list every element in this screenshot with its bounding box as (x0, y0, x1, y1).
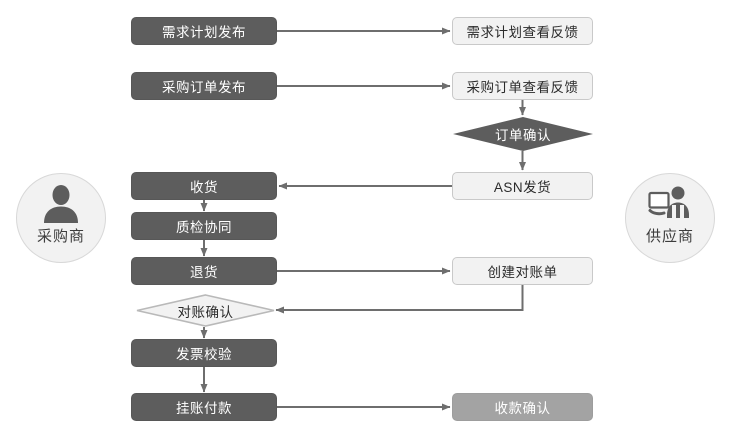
node-po-feedback[interactable]: 采购订单查看反馈 (452, 72, 593, 100)
node-label: 采购订单发布 (162, 80, 246, 95)
node-create-recon-bill[interactable]: 创建对账单 (452, 257, 593, 285)
node-label: 采购订单查看反馈 (466, 80, 579, 95)
node-label: 创建对账单 (487, 265, 558, 280)
node-label: 退货 (190, 265, 218, 280)
node-label: 挂账付款 (176, 401, 232, 416)
node-po-publish[interactable]: 采购订单发布 (131, 72, 277, 100)
node-label: 发票校验 (176, 347, 232, 362)
node-invoice-verify[interactable]: 发票校验 (131, 339, 277, 367)
node-return-goods[interactable]: 退货 (131, 257, 277, 285)
node-asn-shipment[interactable]: ASN发货 (452, 172, 593, 200)
node-demand-plan-publish[interactable]: 需求计划发布 (131, 17, 277, 45)
user-icon (44, 185, 78, 223)
node-goods-receipt[interactable]: 收货 (131, 172, 277, 200)
actor-supplier-label: 供应商 (645, 228, 694, 245)
actor-supplier: 供应商 (625, 173, 715, 263)
diamond-shape (453, 117, 593, 151)
node-order-confirm[interactable]: 订单确认 (453, 117, 593, 151)
node-quality-collab[interactable]: 质检协同 (131, 212, 277, 240)
actor-buyer: 采购商 (16, 173, 106, 263)
node-receipt-confirm[interactable]: 收款确认 (452, 393, 593, 421)
node-label: 订单确认 (495, 128, 551, 143)
node-payable-payment[interactable]: 挂账付款 (131, 393, 277, 421)
node-label: 需求计划发布 (162, 25, 246, 40)
node-label: 收货 (190, 180, 218, 195)
user-computer-icon (648, 186, 689, 218)
node-label: 收款确认 (494, 401, 551, 416)
node-demand-plan-feedback[interactable]: 需求计划查看反馈 (452, 17, 593, 45)
node-label: 质检协同 (176, 220, 232, 235)
node-label: 需求计划查看反馈 (466, 25, 579, 40)
node-recon-confirm[interactable]: 对账确认 (136, 294, 275, 327)
edge-create-recon-bill-to-recon-confirm (275, 285, 524, 314)
node-label: 对账确认 (177, 304, 234, 320)
actor-buyer-label: 采购商 (36, 228, 85, 245)
node-label: ASN发货 (493, 180, 552, 195)
diamond-shape (136, 294, 275, 327)
